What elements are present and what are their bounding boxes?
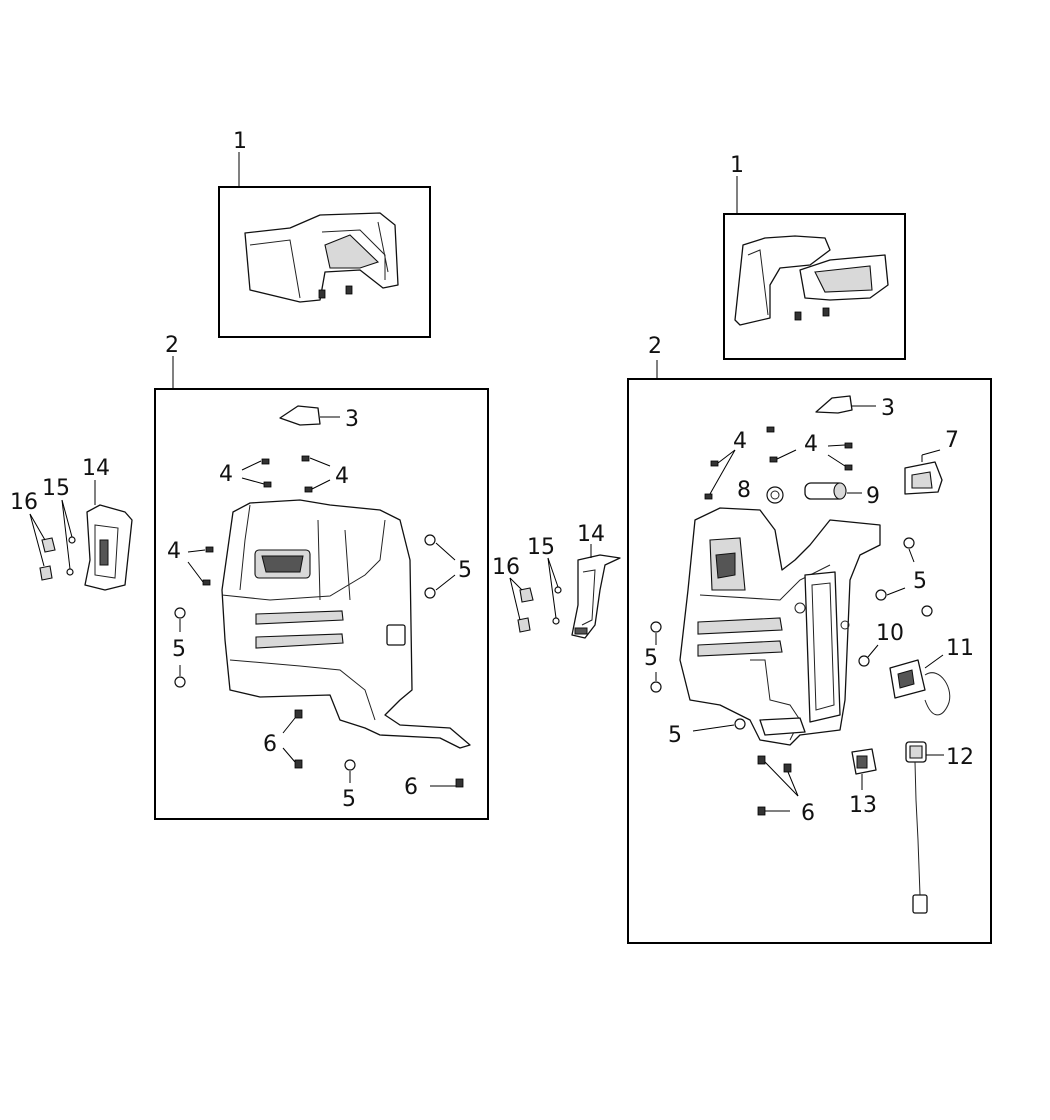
callout-4-left-a: 4 bbox=[219, 462, 233, 487]
left-kit-clip-a bbox=[318, 289, 326, 299]
right-kit-group: 1 bbox=[723, 153, 906, 360]
callout-5-right-right: 5 bbox=[913, 569, 927, 594]
left-kit-frame bbox=[218, 186, 431, 338]
left-panel-frame bbox=[154, 388, 489, 820]
right-cover bbox=[815, 395, 853, 414]
callout-4-right-b: 4 bbox=[804, 432, 818, 457]
left-external-parts: 14 15 16 bbox=[10, 456, 133, 591]
callout-7: 7 bbox=[945, 428, 959, 453]
left-quarter-panel bbox=[221, 499, 471, 749]
callout-15-center: 15 bbox=[527, 535, 555, 560]
callout-13: 13 bbox=[849, 793, 877, 818]
callout-2-left: 2 bbox=[165, 333, 179, 358]
left-kit-group: 1 bbox=[218, 129, 431, 338]
right-quarter-panel bbox=[679, 507, 881, 746]
right-kit-frame bbox=[723, 213, 906, 360]
callout-2-right: 2 bbox=[648, 334, 662, 359]
callout-4-left-c: 4 bbox=[167, 539, 181, 564]
callout-16-center: 16 bbox=[492, 555, 520, 580]
callout-12: 12 bbox=[946, 745, 974, 770]
right-panel-group: 2 3 4 4 7 8 9 bbox=[627, 334, 992, 944]
right-harness-12 bbox=[905, 741, 928, 914]
center-external-parts: 14 15 16 bbox=[492, 522, 621, 639]
right-panel-frame bbox=[627, 378, 992, 944]
callout-10: 10 bbox=[876, 621, 904, 646]
callout-9: 9 bbox=[866, 484, 880, 509]
callout-6-right: 6 bbox=[801, 801, 815, 826]
callout-3-left: 3 bbox=[345, 407, 359, 432]
callout-8: 8 bbox=[737, 478, 751, 503]
callout-5-right-bottom: 5 bbox=[668, 723, 682, 748]
right-kit-part bbox=[734, 235, 889, 326]
callout-14-center: 14 bbox=[577, 522, 605, 547]
callout-4-left-b: 4 bbox=[335, 464, 349, 489]
callout-15-left: 15 bbox=[42, 476, 70, 501]
left-cover bbox=[279, 405, 321, 426]
left-panel-group: 2 3 4 4 4 bbox=[154, 333, 489, 820]
callout-5-left-bottom: 5 bbox=[342, 787, 356, 812]
left-kit-clip-b bbox=[345, 285, 353, 295]
callout-4-right-a: 4 bbox=[733, 429, 747, 454]
callout-6-left-b: 6 bbox=[404, 775, 418, 800]
callout-1-right: 1 bbox=[730, 153, 744, 178]
callout-5-left-left: 5 bbox=[172, 637, 186, 662]
callout-5-left-right: 5 bbox=[458, 558, 472, 583]
callout-1-left: 1 bbox=[233, 129, 247, 154]
callout-11: 11 bbox=[946, 636, 974, 661]
callout-5-right-left: 5 bbox=[644, 646, 658, 671]
right-push-nut-10 bbox=[858, 655, 870, 667]
callout-3-right: 3 bbox=[881, 396, 895, 421]
left-kit-part bbox=[244, 212, 399, 303]
callout-6-left-a: 6 bbox=[263, 732, 277, 757]
callout-14-left: 14 bbox=[82, 456, 110, 481]
callout-16-left: 16 bbox=[10, 490, 38, 515]
right-grommet-8 bbox=[766, 486, 784, 504]
center-trim-14 bbox=[571, 554, 621, 639]
